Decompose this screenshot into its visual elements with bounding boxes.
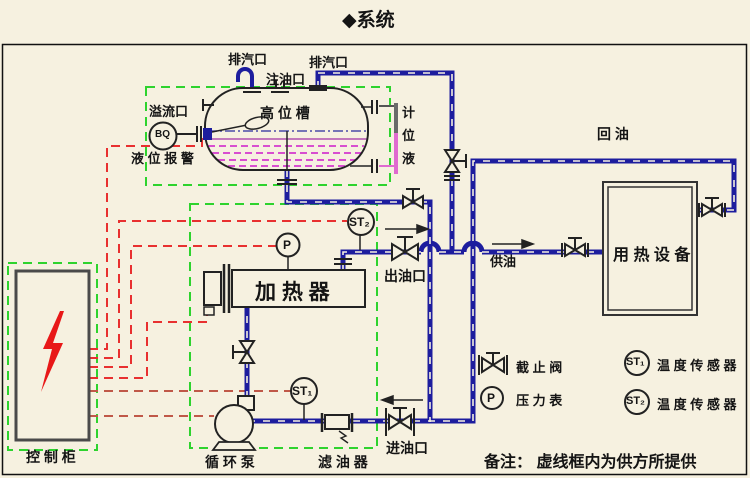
supply-arrow bbox=[521, 238, 536, 250]
return-valve bbox=[698, 197, 726, 218]
vent-left-label: 排汽口 bbox=[228, 52, 268, 67]
fill-port-label: 注油口 bbox=[266, 72, 306, 87]
wire-st2 bbox=[89, 220, 347, 359]
outlet-label: 出油口 bbox=[384, 268, 426, 284]
temp-sensor-1-circle bbox=[290, 377, 318, 405]
heater-end-cap bbox=[203, 271, 222, 306]
return-label: 回 油 bbox=[597, 126, 629, 142]
temp-sensor-1-tag: ST₁ bbox=[292, 384, 313, 398]
level-switch-tag: BQ bbox=[155, 129, 170, 140]
heat-equipment-label: 用 热 设 备 bbox=[613, 247, 691, 264]
pump-label: 循 环 泵 bbox=[205, 454, 255, 470]
supply-valve bbox=[561, 237, 589, 258]
level-float bbox=[244, 116, 270, 130]
legend-stop-valve-label: 截 止 阀 bbox=[516, 360, 563, 375]
wire-pressure-gauge bbox=[89, 245, 277, 368]
page-title: ◆系统 bbox=[342, 10, 395, 31]
legend-symbols bbox=[478, 350, 650, 415]
legend-temp2-label: 温 度 传 感 器 bbox=[657, 397, 737, 412]
diagram-border bbox=[1, 43, 748, 476]
legend-temp1-label: 温 度 传 感 器 bbox=[657, 358, 737, 373]
pressure-gauge-circle bbox=[275, 232, 301, 258]
wire-heater bbox=[89, 313, 208, 379]
level-gauge-label: 计位液 bbox=[402, 105, 416, 166]
cabinet-vendor-box bbox=[7, 262, 98, 451]
outlet-valve bbox=[391, 236, 419, 262]
temp-sensor-1-symbol bbox=[624, 350, 650, 376]
stop-valve-symbol bbox=[478, 352, 508, 375]
inlet-arrow bbox=[379, 394, 394, 406]
heat-equipment bbox=[602, 181, 698, 316]
pressure-gauge-tag: P bbox=[283, 238, 292, 252]
bottom-margin bbox=[0, 478, 750, 485]
filter-drain-squiggle bbox=[338, 430, 349, 444]
legend-pressure-tag: P bbox=[487, 391, 496, 405]
heater-pump-vendor-box bbox=[189, 203, 378, 449]
level-gauge bbox=[350, 100, 398, 174]
heater bbox=[203, 264, 366, 316]
liquid-fill bbox=[208, 145, 364, 167]
valves bbox=[232, 149, 726, 436]
tank-label: 高 位 槽 bbox=[260, 105, 310, 121]
heater-body bbox=[231, 269, 366, 308]
pump-casing bbox=[214, 404, 254, 444]
circulation-pump bbox=[211, 395, 257, 451]
level-switch-circle bbox=[148, 121, 178, 151]
control-wires-lower bbox=[89, 390, 291, 417]
balance-line-valve bbox=[443, 149, 467, 173]
high-level-tank bbox=[204, 87, 369, 171]
supply-label: 供油 bbox=[490, 254, 517, 269]
pump-discharge-valve bbox=[232, 340, 256, 364]
heater-label: 加 热 器 bbox=[255, 281, 330, 304]
legend-temp2-tag: ST₂ bbox=[626, 395, 645, 407]
vent-right-label: 排汽口 bbox=[309, 55, 349, 70]
level-alarm-label: 液 位 报 警 bbox=[131, 151, 194, 166]
temp-sensor-2-circle bbox=[347, 208, 375, 236]
oil-filter bbox=[320, 413, 354, 444]
pressure-gauge-symbol bbox=[480, 386, 504, 410]
cabinet-label: 控 制 柜 bbox=[26, 449, 76, 465]
pipe-vent-swan-neck bbox=[236, 67, 254, 88]
wire-level-alarm bbox=[89, 138, 203, 350]
pump-base bbox=[211, 441, 257, 451]
inlet-label: 进油口 bbox=[386, 440, 428, 456]
overflow-label: 溢流口 bbox=[149, 104, 189, 119]
note-text: 备注： 虚线框内为供方所提供 bbox=[484, 454, 697, 471]
heater-terminal bbox=[203, 306, 215, 316]
instruments bbox=[148, 121, 375, 420]
legend-temp1-tag: ST₁ bbox=[626, 356, 645, 368]
temp-sensor-2-tag: ST₂ bbox=[349, 215, 370, 229]
control-cabinet bbox=[14, 269, 91, 442]
filter-label: 滤 油 器 bbox=[318, 454, 368, 470]
outlet-arrow bbox=[416, 223, 431, 235]
flow-arrows bbox=[379, 223, 536, 406]
level-switch-nozzle bbox=[203, 128, 212, 140]
control-wires bbox=[89, 138, 347, 379]
temp-sensor-2-symbol bbox=[624, 389, 650, 415]
inlet-valve bbox=[385, 407, 415, 436]
tank-drain-valve bbox=[402, 188, 424, 210]
legend-pressure-label: 压 力 表 bbox=[516, 393, 563, 408]
lightning-bolt-icon bbox=[41, 311, 64, 392]
tank-fittings bbox=[176, 80, 460, 265]
float-arm bbox=[211, 124, 248, 133]
